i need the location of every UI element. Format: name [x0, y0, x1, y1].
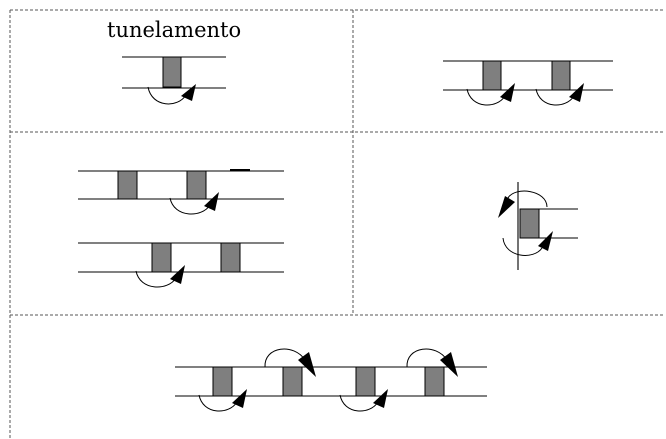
barrier-block [162, 56, 182, 88]
barrier-block [151, 242, 172, 273]
barrier-block [519, 208, 540, 239]
curved-arrow-icon [466, 83, 515, 106]
barrier-block [482, 60, 502, 91]
curved-arrow-icon [498, 190, 548, 218]
curved-arrow-icon [198, 389, 247, 412]
curved-arrow-icon [502, 231, 553, 256]
barrier-block [355, 366, 376, 397]
barrier-block [551, 60, 571, 91]
panel-grid [9, 9, 665, 438]
panel-5 [175, 348, 487, 412]
diagram-title: tunelamento [107, 18, 241, 42]
curved-arrow-icon [339, 389, 388, 412]
curved-arrow-icon [135, 265, 185, 288]
panel-1 [122, 56, 226, 105]
barrier-block [212, 366, 233, 397]
curved-arrow-icon [264, 348, 316, 377]
barrier-block [117, 170, 138, 200]
barrier-block [424, 366, 445, 397]
curved-arrow-icon [406, 348, 458, 377]
panel-4 [498, 182, 578, 270]
panel-3 [78, 169, 284, 288]
panel-2 [443, 60, 613, 106]
curved-arrow-icon [535, 83, 584, 106]
curved-arrow-icon [169, 192, 219, 215]
barrier-block [282, 366, 303, 397]
curved-arrow-icon [147, 84, 196, 105]
barrier-block [220, 242, 241, 273]
barrier-block [186, 170, 207, 200]
